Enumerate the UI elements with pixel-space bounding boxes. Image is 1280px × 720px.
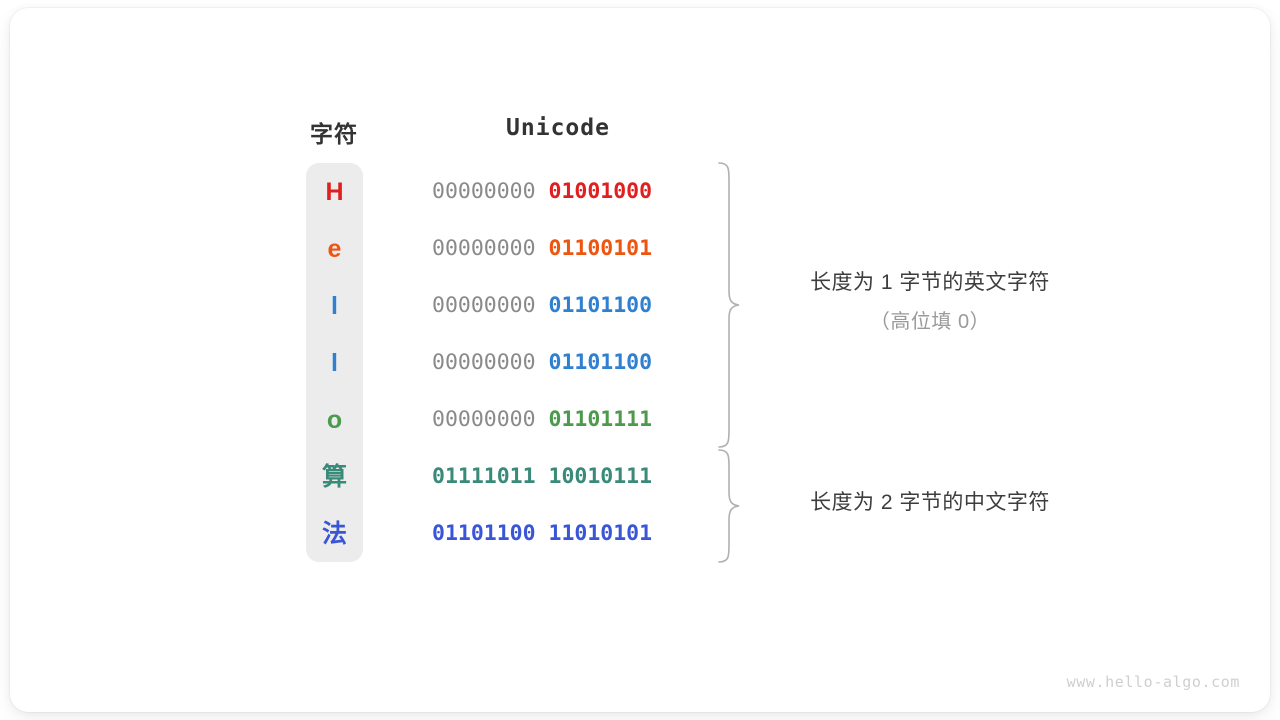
binary-value: 00000000 01100101: [432, 234, 684, 264]
figure-card: [10, 8, 1270, 712]
binary-high-byte: 00000000: [432, 293, 549, 318]
binary-low-byte: 11010101: [548, 521, 653, 546]
binary-low-byte: 01001000: [548, 179, 653, 204]
annotation-double-byte-main: 长度为 2 字节的中文字符: [810, 491, 1050, 514]
column-header-unicode: Unicode: [506, 115, 610, 141]
binary-high-byte: 00000000: [432, 236, 549, 261]
character-glyph: l: [331, 292, 338, 320]
binary-high-byte: 00000000: [432, 407, 549, 432]
binary-high-byte: 01111011: [432, 464, 549, 489]
watermark: www.hello-algo.com: [1066, 673, 1240, 691]
character-glyph: 法: [321, 520, 347, 548]
binary-value: 01111011 10010111: [432, 462, 684, 492]
character-glyph: H: [325, 178, 344, 206]
binary-value: 00000000 01101111: [432, 405, 684, 435]
annotation-single-byte: 长度为 1 字节的英文字符 （高位填 0）: [760, 266, 1100, 334]
binary-high-byte: 01101100: [432, 521, 549, 546]
binary-low-byte: 01101100: [548, 293, 653, 318]
binary-low-byte: 01101100: [548, 350, 653, 375]
annotation-double-byte: 长度为 2 字节的中文字符: [760, 486, 1100, 516]
annotation-single-byte-sub: （高位填 0）: [869, 311, 991, 333]
binary-value: 01101100 11010101: [432, 519, 684, 549]
brace-single-byte-icon: [718, 162, 740, 448]
character-column-plate: [306, 163, 363, 562]
annotation-single-byte-main: 长度为 1 字节的英文字符: [810, 271, 1050, 294]
binary-high-byte: 00000000: [432, 179, 549, 204]
binary-value: 00000000 01001000: [432, 177, 684, 207]
character-glyph: o: [326, 406, 343, 434]
binary-value: 00000000 01101100: [432, 348, 684, 378]
binary-high-byte: 00000000: [432, 350, 549, 375]
binary-value: 00000000 01101100: [432, 291, 684, 321]
column-header-character: 字符: [310, 121, 358, 147]
binary-low-byte: 10010111: [548, 464, 653, 489]
character-glyph: e: [327, 235, 342, 263]
brace-double-byte-icon: [718, 449, 740, 563]
character-glyph: 算: [321, 463, 347, 491]
binary-low-byte: 01100101: [548, 236, 653, 261]
binary-low-byte: 01101111: [548, 407, 653, 432]
character-glyph: l: [331, 349, 338, 377]
